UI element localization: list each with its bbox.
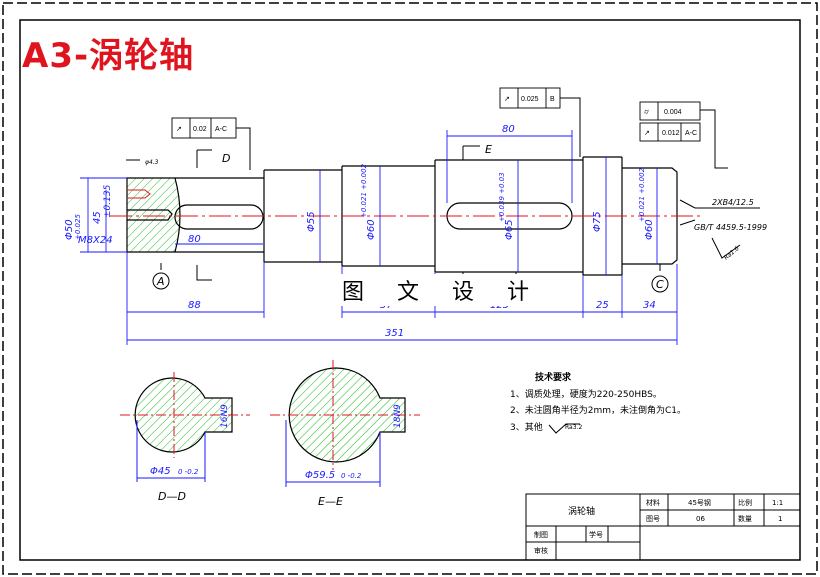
tolerance-frames (171, 87, 701, 142)
notes-line3: 3、其他 (510, 421, 543, 433)
dim-d60b-tol: +0.021 +0.002 (638, 167, 646, 222)
dim-d60a: Φ60 (366, 219, 377, 240)
title-block (525, 493, 801, 561)
tb-material: 45号钢 (688, 498, 711, 507)
tb-student-no-label: 学号 (589, 530, 603, 539)
tol-frame-left-datum: A-C (215, 126, 227, 133)
dim-88: 88 (188, 300, 201, 311)
notes-roughness-mark (548, 423, 580, 434)
tb-drawn-label: 制图 (534, 530, 548, 539)
page-title: A3-涡轮轴 (22, 36, 195, 76)
tb-qty-label: 数量 (738, 514, 752, 523)
tb-check-label: 审核 (534, 546, 548, 555)
dd-label: D—D (158, 490, 186, 503)
tol-frame-top-sym: ↗ (504, 96, 510, 103)
dd-key: 16N9 (220, 404, 230, 428)
tb-scale: 1:1 (772, 499, 783, 507)
section-label-d: D (222, 152, 230, 165)
tb-material-label: 材料 (646, 498, 660, 507)
datum-label-a: A (156, 275, 165, 288)
tol-frame-top-datum: B (550, 96, 555, 103)
tol-frame-top-val: 0.025 (521, 96, 539, 103)
center-roughness: Ra1.6 (723, 245, 741, 262)
dim-34: 34 (643, 300, 656, 311)
tol-frame-right-top-sym: ⌭ (644, 109, 649, 116)
tb-part-name: 涡轮轴 (568, 505, 595, 517)
notes-heading: 技术要求 (535, 371, 572, 383)
roughness-mark (711, 237, 741, 259)
dim-d65: Φ65 (504, 219, 515, 240)
dim-80-top: 80 (502, 124, 515, 135)
dim-d60b: Φ60 (644, 219, 655, 240)
dim-d75: Φ75 (592, 211, 603, 232)
tb-drawing-no-label: 图号 (646, 515, 660, 523)
dd-diameter: Φ45 (150, 466, 171, 477)
dim-d60a-tol: +0.021 +0.002 (360, 163, 368, 218)
tol-frame-left-sym: ↗ (176, 126, 182, 133)
center-hole-spec: 2XB4/12.5 (712, 198, 754, 207)
dim-keyway-depth-tol: ±0.135 (103, 184, 113, 218)
tb-drawing-no: 06 (696, 515, 705, 523)
tol-frame-right-bot-sym: ↗ (644, 130, 650, 137)
dim-d50: Φ50 (64, 219, 75, 240)
ee-key: 18N9 (393, 404, 403, 428)
section-ee (270, 360, 420, 487)
tb-scale-label: 比例 (738, 498, 752, 507)
dim-d55: Φ55 (306, 211, 317, 232)
datum-label-c: C (656, 278, 664, 291)
dimension-lines (80, 130, 678, 345)
dd-tol: 0 -0.2 (178, 468, 199, 476)
tb-qty: 1 (778, 515, 782, 523)
shaft-main-view (126, 156, 678, 276)
tol-frame-right-top-val: 0.004 (664, 109, 682, 116)
ee-diameter: Φ59.5 (305, 470, 335, 481)
center-hole-small: φ4.3 (145, 159, 159, 166)
notes-line2: 2、未注圆角半径为2mm，未注倒角为C1。 (510, 404, 686, 416)
tol-frame-right-bot-val: 0.012 (662, 130, 680, 137)
dim-d65-tol: +0.039 +0.03 (498, 172, 506, 222)
section-dd (120, 372, 250, 482)
ee-label: E—E (318, 495, 343, 508)
notes-roughness: Ra3.2 (565, 424, 582, 431)
section-label-e: E (485, 143, 492, 156)
watermark-text: 图 文 设 计 (340, 274, 544, 306)
dim-d50-tol: +0.025 (74, 214, 82, 240)
dim-25: 25 (596, 300, 609, 311)
dim-351: 351 (385, 328, 404, 339)
center-hole-std: GB/T 4459.5-1999 (694, 223, 767, 232)
tol-frame-left-val: 0.02 (193, 126, 207, 133)
tol-frame-right-bot-datum: A-C (685, 130, 697, 137)
ee-tol: 0 -0.2 (341, 472, 362, 480)
dim-thread: M8X24 (78, 235, 113, 246)
dim-80-left: 80 (188, 234, 201, 245)
notes-line1: 1、调质处理，硬度为220-250HBS。 (510, 388, 662, 400)
dim-keyway-depth: 45 (92, 211, 103, 224)
section-markers (126, 97, 760, 291)
